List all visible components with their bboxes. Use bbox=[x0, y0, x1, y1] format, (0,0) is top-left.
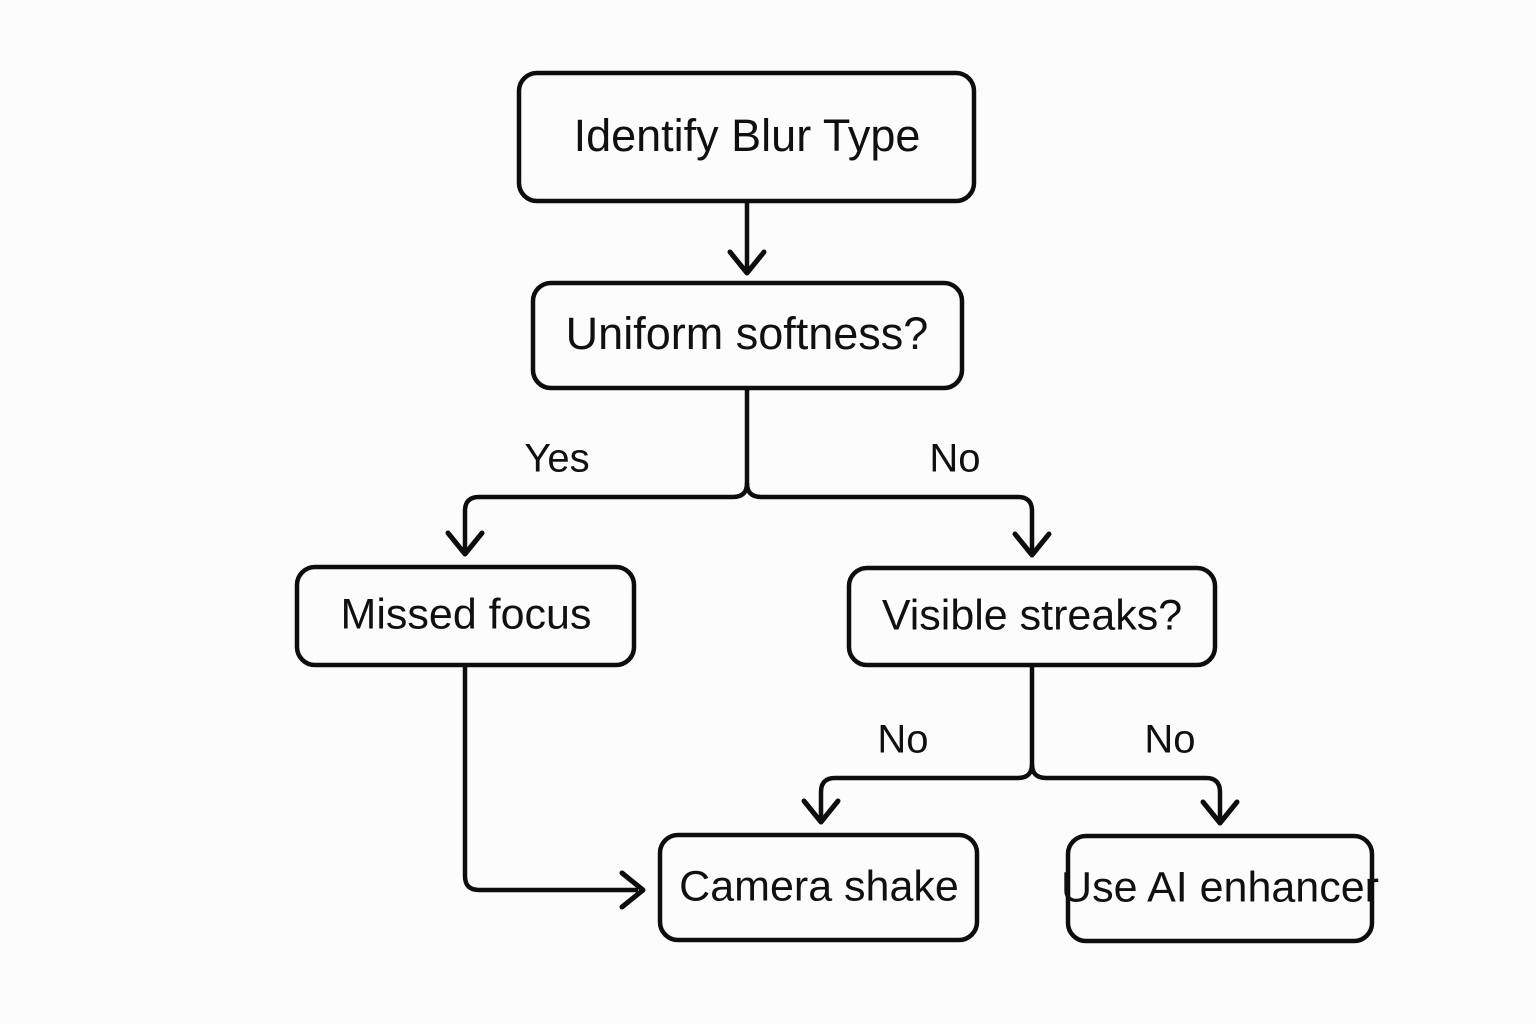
node-shape[interactable] bbox=[846, 565, 1218, 668]
edge-label-no-left: No bbox=[877, 718, 928, 762]
node-shape[interactable] bbox=[530, 280, 965, 391]
node-shape[interactable] bbox=[516, 70, 977, 204]
edge-label-no-right: No bbox=[1144, 718, 1195, 762]
edge-uniform-to-missed-focus: Yes bbox=[445, 437, 750, 557]
node-label: Uniform softness? bbox=[566, 308, 929, 359]
node-shape[interactable] bbox=[1065, 833, 1375, 944]
arrow-head-icon bbox=[619, 870, 646, 910]
node-label: Identify Blur Type bbox=[574, 110, 921, 161]
arrow-head-icon bbox=[1200, 799, 1240, 826]
edge-line bbox=[462, 665, 638, 893]
arrow-head-icon bbox=[1012, 531, 1052, 558]
edge-line bbox=[462, 482, 750, 551]
edge-streaks-to-camera-shake: No bbox=[801, 718, 1035, 825]
edge-label-no: No bbox=[929, 437, 980, 481]
edge-line bbox=[1029, 763, 1223, 820]
edge-line bbox=[818, 763, 1035, 819]
node-label: Missed focus bbox=[341, 590, 592, 638]
edge-line bbox=[744, 482, 1035, 552]
node-missed-focus[interactable]: Missed focus bbox=[294, 564, 637, 668]
edge-streaks-to-ai-enhancer: No bbox=[1029, 718, 1240, 826]
node-uniform-softness[interactable]: Uniform softness? bbox=[530, 280, 965, 391]
node-visible-streaks[interactable]: Visible streaks? bbox=[846, 565, 1218, 668]
arrow-head-icon bbox=[445, 530, 485, 557]
node-camera-shake[interactable]: Camera shake bbox=[657, 832, 980, 943]
node-label: Camera shake bbox=[679, 862, 959, 910]
edge-missed-focus-to-camera-shake bbox=[462, 665, 646, 910]
arrow-head-icon bbox=[727, 249, 767, 276]
edge-uniform-to-visible-streaks: No bbox=[744, 437, 1052, 558]
edge-label-yes: Yes bbox=[524, 437, 589, 481]
node-use-ai-enhancer[interactable]: Use AI enhancer bbox=[1061, 833, 1379, 944]
arrow-head-icon bbox=[801, 798, 841, 825]
node-label: Use AI enhancer bbox=[1061, 863, 1379, 911]
node-shape[interactable] bbox=[294, 564, 637, 668]
edge-identify-to-uniform bbox=[727, 201, 767, 276]
node-identify-blur-type[interactable]: Identify Blur Type bbox=[516, 70, 977, 204]
node-shape[interactable] bbox=[657, 832, 980, 943]
node-label: Visible streaks? bbox=[882, 591, 1182, 639]
